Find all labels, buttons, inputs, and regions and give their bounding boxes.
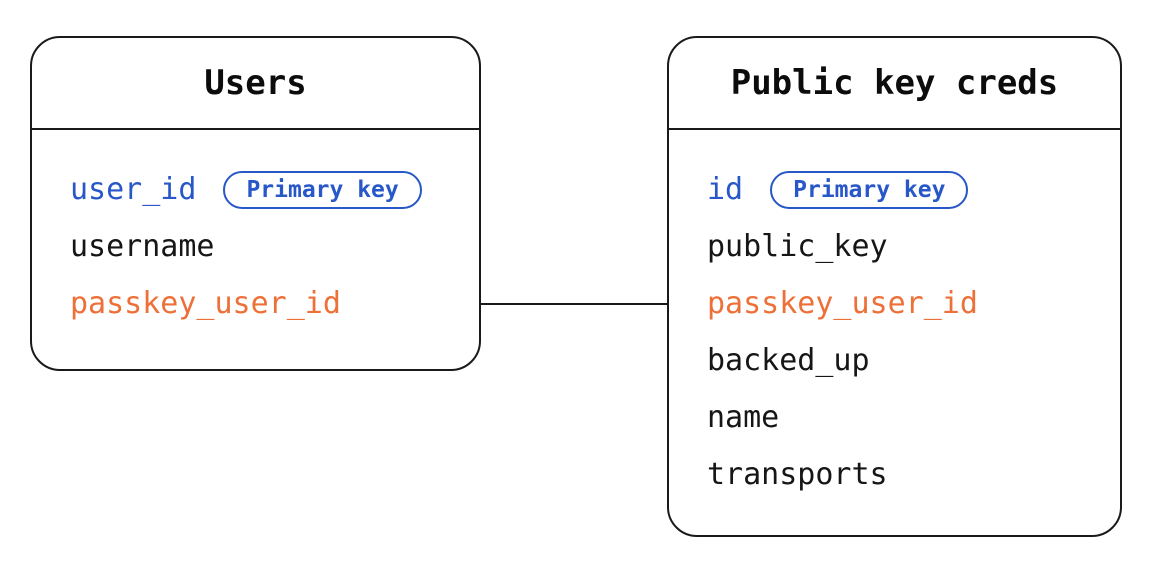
field-row-name: name <box>707 389 1106 446</box>
primary-key-badge: Primary key <box>223 170 422 209</box>
field-row-username: username <box>70 218 465 275</box>
field-row-user-id: user_id Primary key <box>70 161 465 218</box>
table-public-key-creds-body: id Primary key public_key passkey_user_i… <box>669 130 1120 503</box>
primary-key-badge: Primary key <box>770 170 969 209</box>
field-name: passkey_user_id <box>707 286 978 321</box>
field-name: public_key <box>707 229 888 264</box>
field-name: id <box>707 172 744 207</box>
table-public-key-creds: Public key creds id Primary key public_k… <box>667 36 1122 537</box>
field-row-backed-up: backed_up <box>707 332 1106 389</box>
table-public-key-creds-header: Public key creds <box>669 38 1120 130</box>
field-row-passkey-user-id: passkey_user_id <box>70 275 465 332</box>
table-users: Users user_id Primary key username passk… <box>30 36 481 371</box>
table-users-header: Users <box>32 38 479 130</box>
field-row-public-key: public_key <box>707 218 1106 275</box>
field-name: user_id <box>70 172 197 207</box>
field-name: name <box>707 400 780 435</box>
table-users-body: user_id Primary key username passkey_use… <box>32 130 479 332</box>
relationship-connector-line <box>481 303 667 305</box>
table-title: Public key creds <box>730 63 1059 103</box>
table-title: Users <box>204 63 307 103</box>
field-row-passkey-user-id: passkey_user_id <box>707 275 1106 332</box>
field-name: backed_up <box>707 343 870 378</box>
field-row-transports: transports <box>707 446 1106 503</box>
field-name: passkey_user_id <box>70 286 341 321</box>
field-row-id: id Primary key <box>707 161 1106 218</box>
field-name: username <box>70 229 215 264</box>
field-name: transports <box>707 457 888 492</box>
